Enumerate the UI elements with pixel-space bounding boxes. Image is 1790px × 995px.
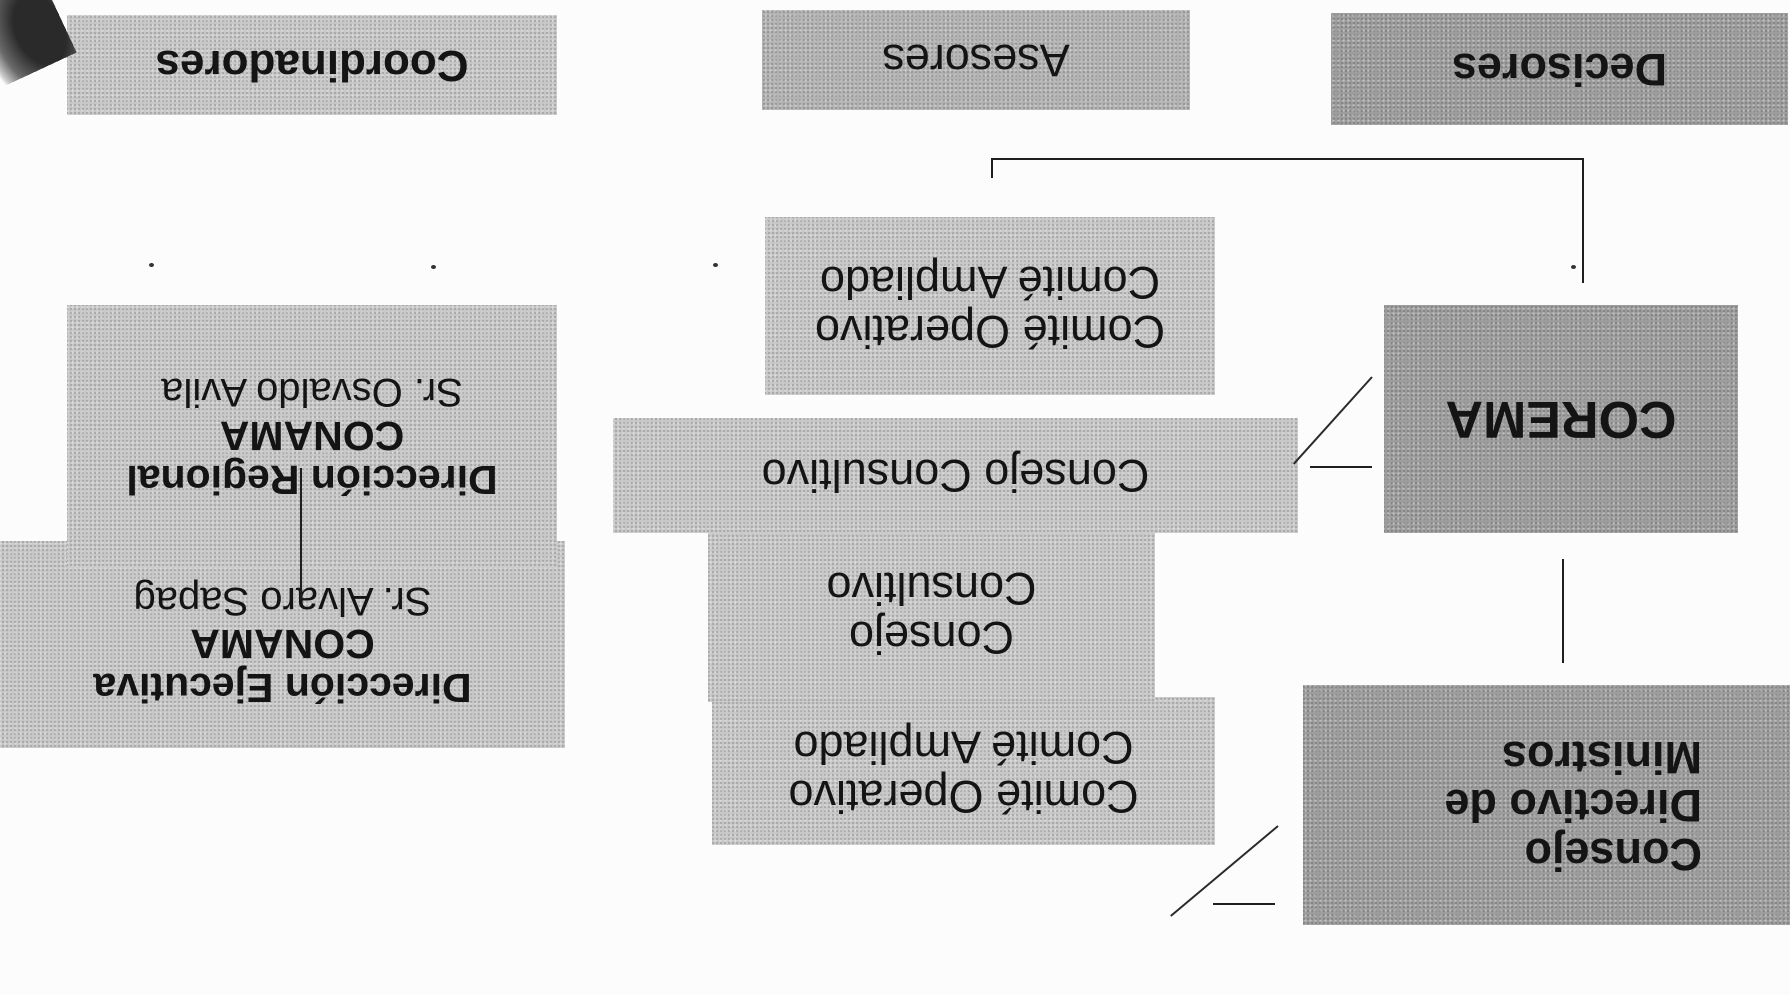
speck: [1571, 265, 1576, 269]
direccion-regional-person: Sr. Osvaldo Avila: [161, 370, 463, 415]
connector-corema-up: [1582, 158, 1584, 283]
coordinadores-header: Coordinadores: [67, 15, 557, 115]
connector-direccion-ejecutiva-to-regional: [300, 468, 302, 600]
comite-operativo-top-line: Comité Operativo: [788, 770, 1139, 822]
speck: [149, 263, 154, 267]
comite-operativo-ampliado-mid-box: Comité Operativo Comité Ampliado: [765, 217, 1215, 395]
asesores-header: Asesores: [762, 10, 1190, 110]
direccion-regional-title: Dirección Regional: [126, 456, 498, 503]
consejo-consultivo-mid-box: Consejo Consultivo: [613, 418, 1298, 533]
decisores-label: Decisores: [1451, 44, 1668, 95]
asesores-label: Asesores: [882, 35, 1070, 86]
comite-operativo-mid-line: Comité Operativo: [814, 305, 1166, 357]
connector-comite-mid-drop: [991, 158, 993, 178]
direccion-ejecutiva-box: Dirección Ejecutiva CONAMA Sr. Alvaro Sa…: [0, 541, 565, 748]
connector-consejo-to-comite-top: [1213, 903, 1275, 905]
consejo-directivo-line-2: Directivo de: [1444, 780, 1702, 832]
consejo-consultivo-top-line-1: Consejo: [848, 611, 1015, 663]
corema-label: COREMA: [1445, 390, 1677, 448]
direccion-regional-box: Dirección Regional CONAMA Sr. Osvaldo Av…: [67, 305, 557, 567]
decisores-header: Decisores: [1331, 13, 1788, 125]
direccion-ejecutiva-title: Dirección Ejecutiva: [93, 665, 472, 712]
consejo-directivo-line-1: Consejo: [1524, 828, 1702, 880]
connector-corema-to-consejo-consultivo-mid: [1310, 466, 1372, 468]
direccion-regional-org: CONAMA: [219, 412, 405, 459]
consejo-consultivo-mid-label: Consejo Consultivo: [761, 450, 1150, 502]
comite-ampliado-top-line: Comité Ampliado: [793, 722, 1134, 773]
consejo-consultivo-top-box: Consejo Consultivo: [708, 522, 1155, 702]
connector-corema-to-comite-mid: [1292, 376, 1373, 465]
scan-corner-mark: [0, 0, 77, 87]
coordinadores-label: Coordinadores: [155, 41, 469, 90]
comite-ampliado-mid-line: Comité Ampliado: [819, 257, 1161, 308]
speck: [431, 265, 436, 269]
connector-horizontal-bottom: [991, 158, 1584, 160]
direccion-ejecutiva-person: Sr. Alvaro Sapag: [133, 578, 432, 623]
connector-consejo-to-corema: [1562, 559, 1564, 663]
consejo-consultivo-top-line-2: Consultivo: [826, 563, 1037, 614]
consejo-directivo-line-3: Ministros: [1501, 731, 1702, 783]
speck: [713, 263, 718, 267]
corema-box: COREMA: [1384, 305, 1738, 533]
comite-operativo-ampliado-top-box: Comité Operativo Comité Ampliado: [712, 697, 1215, 845]
direccion-ejecutiva-org: CONAMA: [190, 621, 375, 668]
consejo-directivo-box: Consejo Directivo de Ministros: [1303, 685, 1790, 925]
